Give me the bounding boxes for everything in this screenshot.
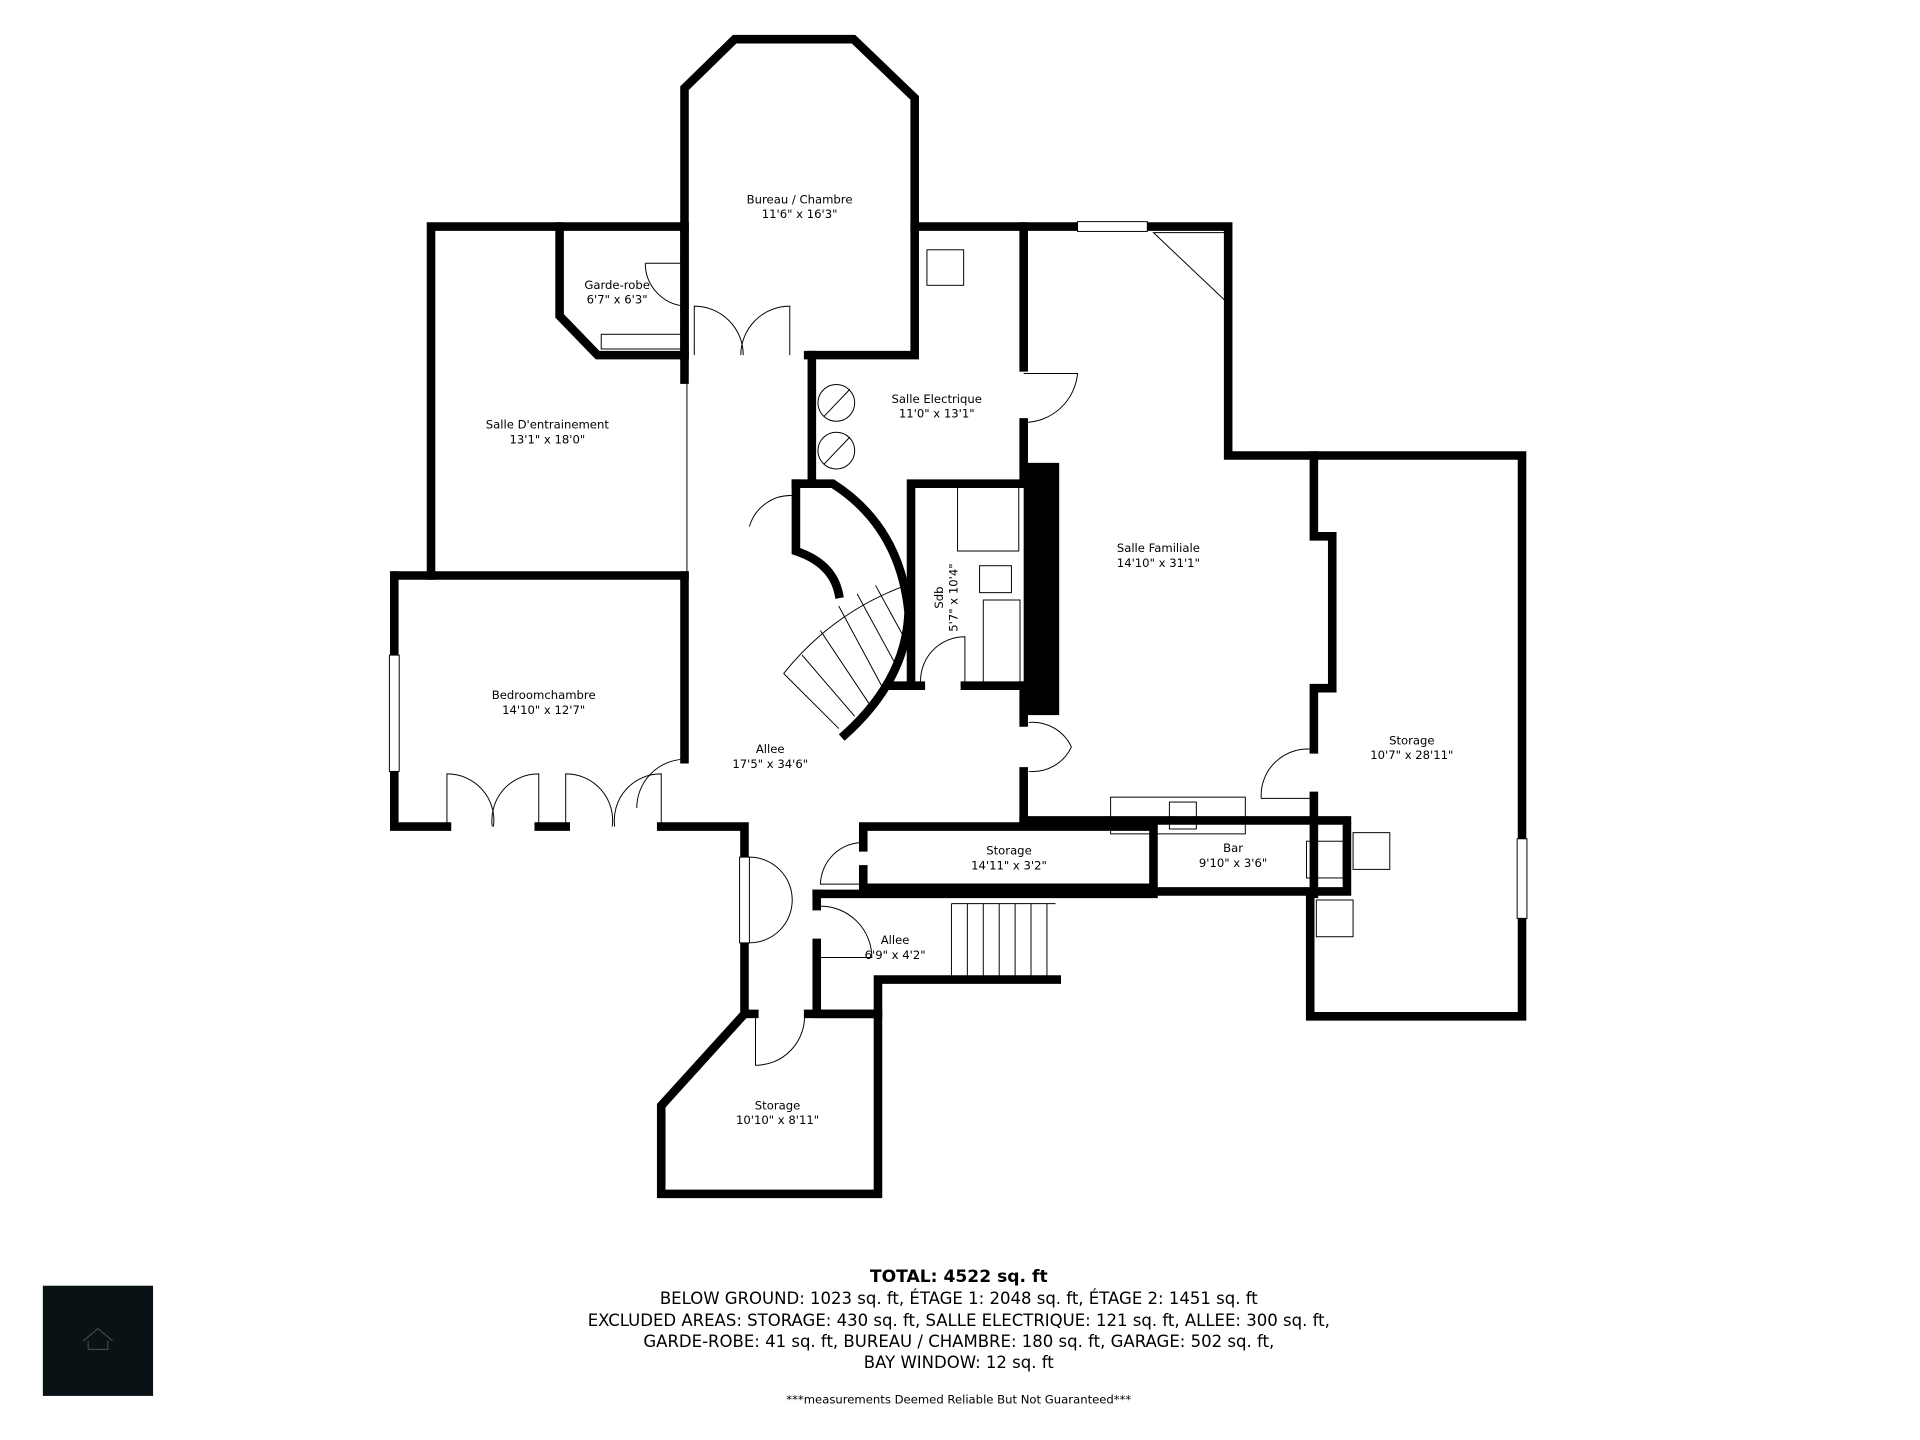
room-salle-electrique: Salle Electrique 11'0" x 13'1": [892, 392, 982, 421]
summary-line: GARDE-ROBE: 41 sq. ft, BUREAU / CHAMBRE:…: [643, 1332, 1274, 1351]
walls: [390, 34, 1527, 1199]
room-name: Storage: [986, 844, 1031, 858]
room-size: 10'10" x 8'11": [736, 1113, 819, 1127]
room-bedroomchambre: Bedroomchambre 14'10" x 12'7": [492, 688, 596, 717]
room-bar: Bar 9'10" x 3'6": [1199, 841, 1267, 870]
chimney-block: [1023, 462, 1060, 716]
total-area: TOTAL: 4522 sq. ft: [870, 1267, 1048, 1287]
room-size: 14'10" x 31'1": [1117, 556, 1200, 570]
room-size: 9'10" x 3'6": [1199, 856, 1267, 870]
room-name: Sdb: [932, 586, 946, 608]
room-size: 6'7" x 6'3": [587, 293, 648, 307]
room-salle-entrainement: Salle D'entrainement 13'1" x 18'0": [486, 418, 610, 447]
room-name: Garde-robe: [584, 278, 650, 292]
room-name: Bedroomchambre: [492, 688, 596, 702]
room-garde-robe: Garde-robe 6'7" x 6'3": [584, 278, 650, 307]
room-size: 17'5" x 34'6": [732, 757, 808, 771]
room-name: Allee: [881, 933, 910, 947]
room-name: Salle Familiale: [1117, 541, 1200, 555]
summary-line: BELOW GROUND: 1023 sq. ft, ÉTAGE 1: 2048…: [660, 1289, 1258, 1308]
room-name: Bar: [1223, 841, 1243, 855]
room-size: 14'11" x 3'2": [971, 858, 1047, 872]
room-size: 10'7" x 28'11": [1370, 748, 1453, 762]
room-name: Allee: [756, 742, 785, 756]
area-summary: TOTAL: 4522 sq. ft BELOW GROUND: 1023 sq…: [588, 1267, 1330, 1406]
room-size: 11'0" x 13'1": [899, 407, 975, 421]
room-salle-familiale: Salle Familiale 14'10" x 31'1": [1117, 541, 1200, 570]
room-name: Salle D'entrainement: [486, 418, 610, 432]
room-size: 13'1" x 18'0": [509, 432, 585, 446]
summary-line: BAY WINDOW: 12 sq. ft: [864, 1353, 1055, 1372]
room-allee: Allee 17'5" x 34'6": [732, 742, 808, 771]
room-name: Salle Electrique: [892, 392, 982, 406]
logo-background: [42, 1285, 154, 1396]
room-sdb: Sdb 5'7" x 10'4": [932, 563, 961, 631]
house-icon: [82, 1327, 113, 1350]
logo: [42, 1285, 154, 1396]
room-storage-large: Storage 10'7" x 28'11": [1370, 733, 1453, 762]
room-name: Storage: [1389, 733, 1434, 747]
room-name: Storage: [755, 1098, 800, 1112]
room-size: 6'9" x 4'2": [865, 948, 926, 962]
room-size: 11'6" x 16'3": [762, 207, 838, 221]
room-storage-strip: Storage 14'11" x 3'2": [971, 844, 1047, 873]
summary-line: EXCLUDED AREAS: STORAGE: 430 sq. ft, SAL…: [588, 1311, 1330, 1330]
room-bureau-chambre: Bureau / Chambre 11'6" x 16'3": [747, 192, 853, 221]
disclaimer: ***measurements Deemed Reliable But Not …: [786, 1392, 1131, 1406]
room-size: 14'10" x 12'7": [502, 703, 585, 717]
room-name: Bureau / Chambre: [747, 192, 853, 206]
room-storage-bottom: Storage 10'10" x 8'11": [736, 1098, 819, 1127]
room-allee-small: Allee 6'9" x 4'2": [865, 933, 926, 962]
fixtures: [388, 221, 1528, 1066]
room-size: 5'7" x 10'4": [947, 563, 961, 631]
room-labels: Bureau / Chambre 11'6" x 16'3" Garde-rob…: [486, 192, 1454, 1127]
